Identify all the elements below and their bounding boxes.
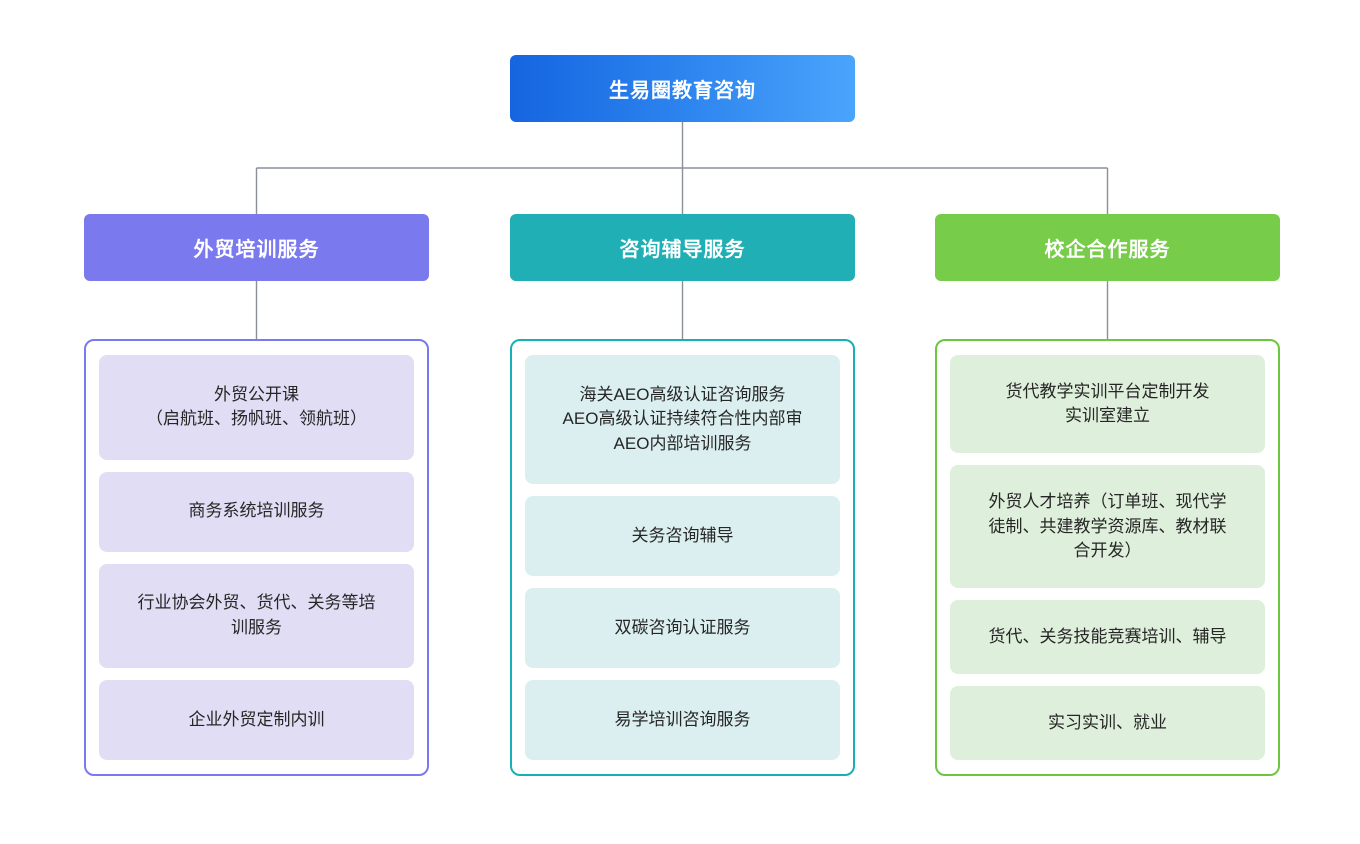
leaf-card[interactable]: 货代教学实训平台定制开发 实训室建立 — [950, 355, 1265, 454]
leaf-card[interactable]: 行业协会外贸、货代、关务等培 训服务 — [99, 563, 414, 669]
branch-header-2[interactable]: 咨询辅导服务 — [510, 214, 855, 281]
branch-body-3: 货代教学实训平台定制开发 实训室建立 外贸人才培养（订单班、现代学 徒制、共建教… — [935, 339, 1280, 776]
leaf-card[interactable]: 双碳咨询认证服务 — [525, 588, 840, 669]
branch-header-3[interactable]: 校企合作服务 — [935, 214, 1280, 281]
branch-header-label-1: 外贸培训服务 — [193, 239, 320, 261]
branch-column-1: 外贸培训服务 外贸公开课 （启航班、扬帆班、领航班） 商务系统培训服务 行业协会… — [84, 214, 429, 776]
branch-header-1[interactable]: 外贸培训服务 — [84, 214, 429, 281]
branch-body-1: 外贸公开课 （启航班、扬帆班、领航班） 商务系统培训服务 行业协会外贸、货代、关… — [84, 339, 429, 776]
leaf-card[interactable]: 海关AEO高级认证咨询服务 AEO高级认证持续符合性内部审 AEO内部培训服务 — [525, 355, 840, 485]
leaf-card[interactable]: 关务咨询辅导 — [525, 496, 840, 577]
branch-header-label-2: 咨询辅导服务 — [619, 239, 746, 261]
root-node[interactable]: 生易圈教育咨询 — [510, 55, 855, 122]
leaf-card[interactable]: 易学培训咨询服务 — [525, 680, 840, 761]
leaf-card[interactable]: 货代、关务技能竞赛培训、辅导 — [950, 600, 1265, 675]
leaf-card[interactable]: 企业外贸定制内训 — [99, 680, 414, 761]
branch-body-2: 海关AEO高级认证咨询服务 AEO高级认证持续符合性内部审 AEO内部培训服务 … — [510, 339, 855, 776]
leaf-card[interactable]: 外贸公开课 （启航班、扬帆班、领航班） — [99, 355, 414, 460]
leaf-card[interactable]: 实习实训、就业 — [950, 686, 1265, 760]
leaf-card[interactable]: 商务系统培训服务 — [99, 471, 414, 552]
branch-column-2: 咨询辅导服务 海关AEO高级认证咨询服务 AEO高级认证持续符合性内部审 AEO… — [510, 214, 855, 776]
branch-column-3: 校企合作服务 货代教学实训平台定制开发 实训室建立 外贸人才培养（订单班、现代学… — [935, 214, 1280, 776]
branch-header-label-3: 校企合作服务 — [1044, 239, 1171, 261]
leaf-card[interactable]: 外贸人才培养（订单班、现代学 徒制、共建教学资源库、教材联 合开发） — [950, 465, 1265, 589]
root-node-label: 生易圈教育咨询 — [609, 80, 756, 102]
